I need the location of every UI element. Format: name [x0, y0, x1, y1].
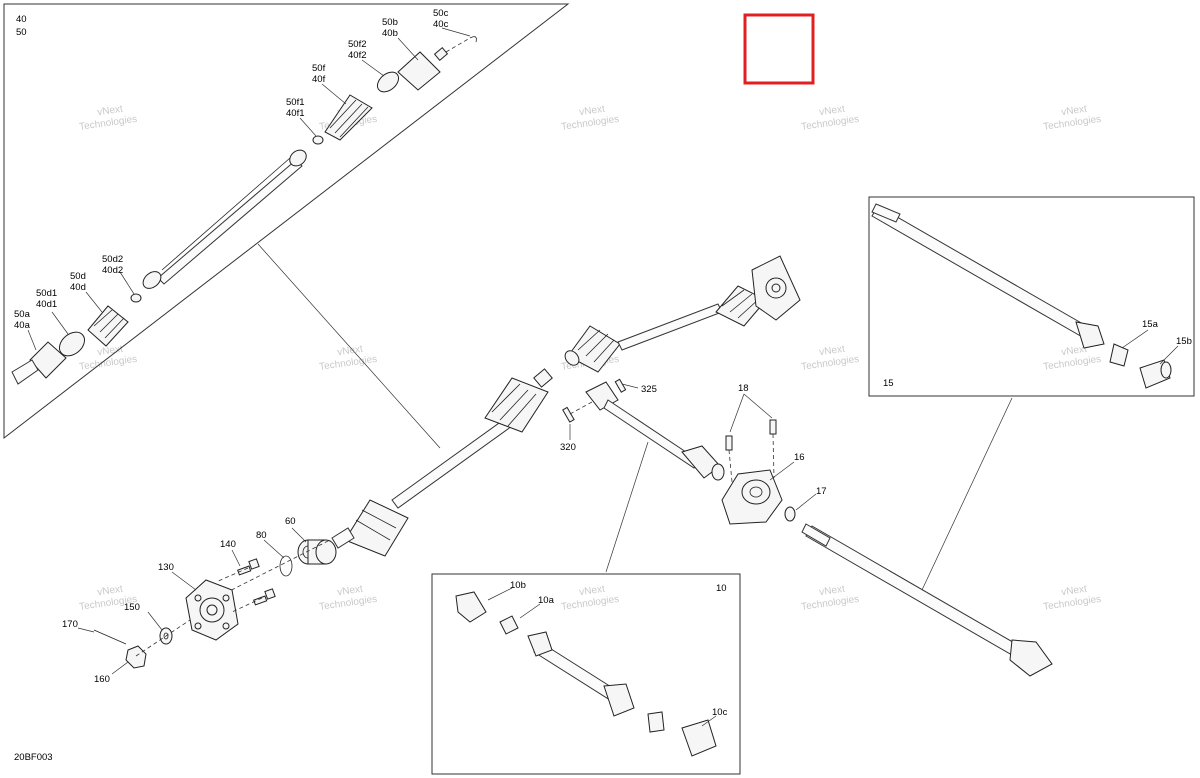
- callout-150: 150: [124, 602, 140, 613]
- callout-50d: 50d: [70, 271, 86, 282]
- callout-40c: 40c: [433, 19, 449, 30]
- callout-140: 140: [220, 539, 236, 550]
- callout-50: 50: [16, 27, 27, 38]
- callout-40a: 40a: [14, 320, 31, 331]
- callout-10b: 10b: [510, 580, 526, 591]
- wheel-hub-assembly: [93, 558, 276, 669]
- callout-40b: 40b: [382, 28, 398, 39]
- callout-40: 40: [16, 14, 27, 25]
- rear-driveline: [562, 378, 1053, 677]
- callout-15b: 15b: [1176, 336, 1192, 347]
- callout-50a: 50a: [14, 309, 31, 320]
- watermark-text: vNextTechnologies: [77, 342, 138, 373]
- watermark-text: vNextTechnologies: [317, 582, 378, 613]
- callout-17: 17: [816, 486, 827, 497]
- inset-rear-shaft: [871, 203, 1179, 389]
- callout-50f: 50f: [312, 63, 326, 74]
- callout-50f1: 50f1: [286, 97, 305, 108]
- main-callout-leaders: [77, 527, 307, 675]
- callout-40d2: 40d2: [102, 265, 123, 276]
- callout-40d1: 40d1: [36, 299, 57, 310]
- callout-130: 130: [158, 562, 174, 573]
- inset-rear-shaft-frame: [868, 196, 1195, 397]
- callout-50c: 50c: [433, 8, 449, 19]
- inset-leader-line: [257, 243, 441, 449]
- watermark-text: vNextTechnologies: [1041, 102, 1102, 133]
- callout-18: 18: [738, 383, 749, 394]
- callout-40d: 40d: [70, 282, 86, 293]
- callout-50d2: 50d2: [102, 254, 123, 265]
- rear-callout-leaders: [569, 383, 1013, 591]
- callout-labels: 40 50 50c 40c 50b 40b 50f2 40f2 50f 40f …: [14, 8, 1192, 763]
- watermark-text: vNextTechnologies: [77, 102, 138, 133]
- callout-80: 80: [256, 530, 267, 541]
- callout-50b: 50b: [382, 17, 398, 28]
- callout-40f: 40f: [312, 74, 326, 85]
- callout-50d1: 50d1: [36, 288, 57, 299]
- inset-driveshaft-frame: [3, 3, 570, 440]
- callout-60: 60: [285, 516, 296, 527]
- callout-170: 170: [62, 619, 78, 630]
- callout-320: 320: [560, 442, 576, 453]
- watermark-text: vNextTechnologies: [1041, 582, 1102, 613]
- callout-10: 10: [716, 583, 727, 594]
- callout-10c: 10c: [712, 707, 728, 718]
- callout-10a: 10a: [538, 595, 555, 606]
- inset-callout-leaders: [27, 27, 471, 351]
- watermark-text: vNextTechnologies: [799, 102, 860, 133]
- inset-front-shaft: [455, 587, 717, 757]
- diagram-code: 20BF003: [14, 752, 53, 763]
- inset-drive-shaft: [11, 36, 477, 385]
- callout-16: 16: [794, 452, 805, 463]
- main-drive-shaft: [331, 255, 801, 557]
- callout-325: 325: [641, 384, 657, 395]
- callout-15a: 15a: [1142, 319, 1159, 330]
- watermark-text: vNextTechnologies: [799, 342, 860, 373]
- watermark-text: vNextTechnologies: [559, 102, 620, 133]
- callout-40f1: 40f1: [286, 108, 305, 119]
- callout-15: 15: [883, 378, 894, 389]
- highlight-box: [743, 13, 815, 85]
- watermark-text: vNextTechnologies: [559, 582, 620, 613]
- callout-40f2: 40f2: [348, 50, 367, 61]
- callout-160: 160: [94, 674, 110, 685]
- callout-50f2: 50f2: [348, 39, 367, 50]
- watermark-text: vNextTechnologies: [799, 582, 860, 613]
- inset-front-shaft-frame: [431, 573, 741, 775]
